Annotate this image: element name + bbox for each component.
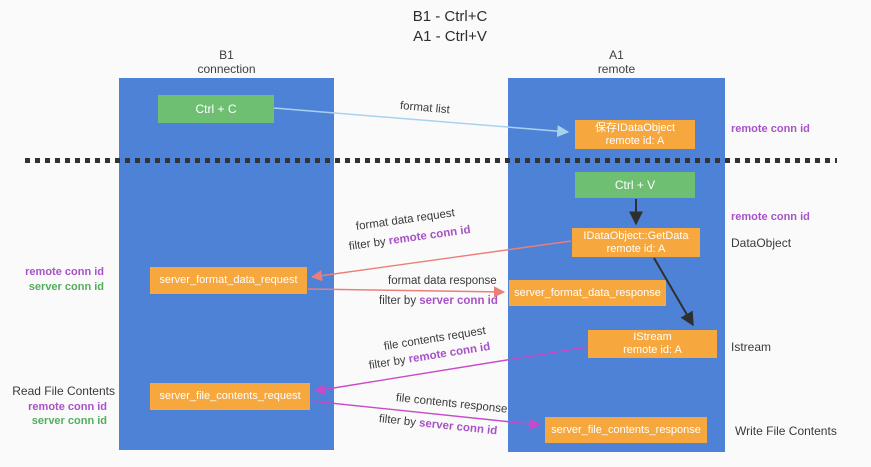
format-data-response-filter: filter by server conn id (379, 295, 498, 307)
filter-by-value: server conn id (418, 417, 498, 438)
server-format-data-request-label: server_format_data_request (159, 274, 298, 286)
istream-line2: remote id: A (623, 344, 682, 356)
filter-by-value: server conn id (419, 295, 498, 307)
file-contents-response-label: file contents response (395, 392, 508, 416)
right-column-header: A1 remote (508, 48, 725, 76)
save-dataobject-box: 保存IDataObject remote id: A (575, 120, 695, 149)
getdata-line2: remote id: A (606, 242, 666, 255)
istream-line1: IStream (633, 331, 672, 343)
left-bottom-server-conn-id-label: server conn id (31, 415, 107, 427)
right-column-role: remote (597, 62, 636, 76)
server-format-data-request-box: server_format_data_request (150, 267, 307, 294)
write-file-contents-annotation: Write File Contents (735, 424, 837, 438)
format-list-label: format list (399, 100, 451, 117)
save-dataobject-line2: remote id: A (605, 134, 665, 147)
ctrl-c-label: Ctrl + C (195, 102, 237, 116)
diagram-title: B1 - Ctrl+C A1 - Ctrl+V (375, 7, 525, 47)
remote-conn-id-mid-label: remote conn id (731, 211, 810, 223)
title-line-2: A1 - Ctrl+V (413, 28, 487, 45)
left-mid-remote-conn-id-label: remote conn id (25, 266, 104, 278)
left-column-name: B1 (219, 48, 234, 62)
left-mid-server-conn-id-label: server conn id (28, 281, 104, 293)
filter-by-prefix: filter by (348, 235, 390, 253)
remote-conn-id-top-label: remote conn id (731, 123, 810, 135)
istream-box: IStream remote id: A (588, 330, 717, 358)
phase-separator-dashed-line (25, 158, 837, 163)
server-format-data-response-label: server_format_data_response (514, 286, 661, 299)
filter-by-value: remote conn id (388, 223, 472, 248)
arrow-format-data-response (307, 286, 506, 298)
server-format-data-response-box: server_format_data_response (509, 280, 666, 306)
save-dataobject-line1: 保存IDataObject (594, 121, 676, 134)
ctrl-v-box: Ctrl + V (575, 172, 695, 198)
dataobject-annotation: DataObject (731, 236, 792, 250)
istream-annotation: Istream (731, 340, 772, 354)
getdata-line1: IDataObject::GetData (583, 229, 689, 242)
server-file-contents-response-label: server_file_contents_response (551, 423, 701, 436)
server-file-contents-request-box: server_file_contents_request (150, 383, 310, 410)
idataobject-getdata-box: IDataObject::GetData remote id: A (572, 228, 700, 257)
ctrl-v-label: Ctrl + V (614, 178, 656, 192)
filter-by-prefix: filter by (368, 353, 410, 372)
right-column-name: A1 (609, 48, 624, 62)
file-contents-response-filter: filter by server conn id (378, 413, 497, 437)
left-column-header: B1 connection (119, 48, 334, 76)
server-file-contents-response-box: server_file_contents_response (545, 417, 707, 443)
filter-by-prefix: filter by (378, 413, 420, 430)
server-file-contents-request-label: server_file_contents_request (159, 390, 301, 402)
filter-by-prefix: filter by (379, 295, 420, 307)
format-data-response-label: format data response (388, 275, 497, 287)
ctrl-c-box: Ctrl + C (158, 95, 274, 123)
read-file-contents-annotation: Read File Contents (12, 384, 115, 398)
title-line-1: B1 - Ctrl+C (412, 8, 488, 25)
left-column-role: connection (197, 62, 256, 76)
left-bottom-remote-conn-id-label: remote conn id (28, 401, 107, 413)
